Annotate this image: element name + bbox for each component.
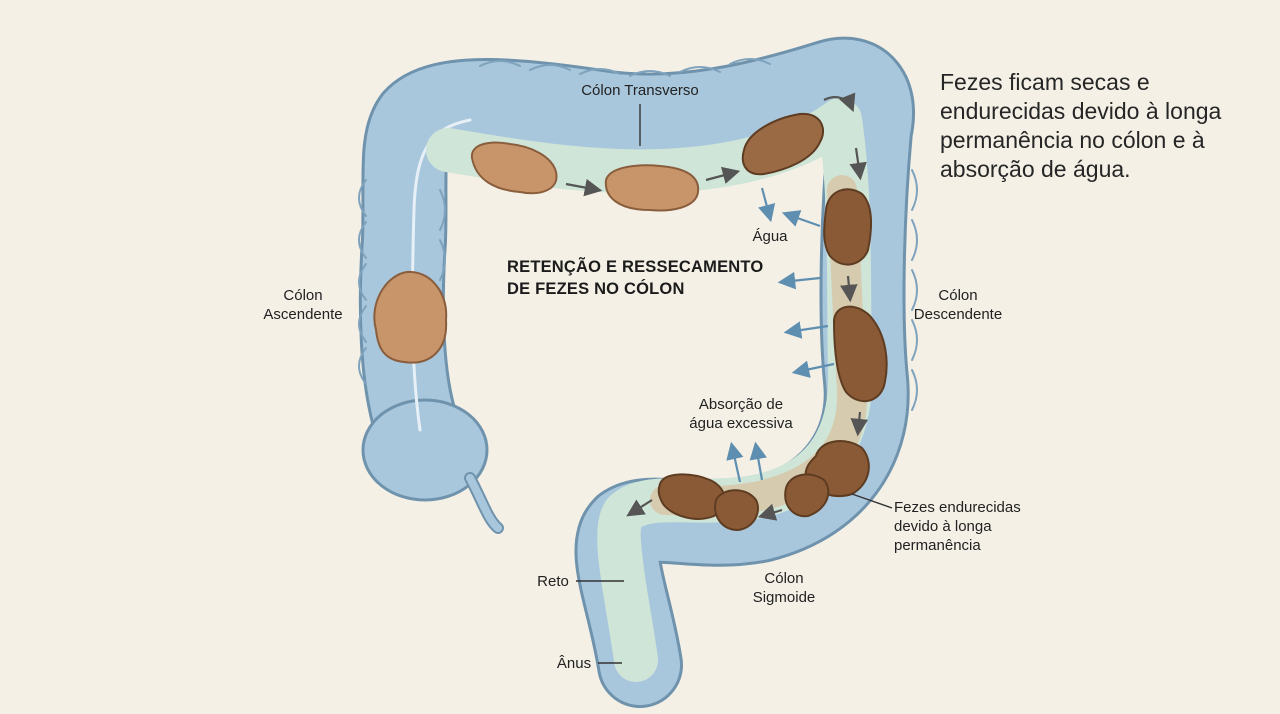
- stool-ascending: [373, 270, 448, 364]
- leader-lines: [576, 104, 893, 664]
- description-text: Fezes ficam secas e endurecidas devido à…: [940, 69, 1222, 182]
- label-sigmoid-colon: Cólon Sigmoide: [752, 570, 816, 606]
- stool-transverse-1: [470, 141, 558, 195]
- label-transverse-colon: Cólon Transverso: [581, 82, 699, 99]
- stool-descending-2: [832, 305, 888, 402]
- transit-arrows: [565, 92, 869, 521]
- stool-transverse-3: [741, 112, 825, 176]
- hard-stool-masses: [657, 112, 888, 532]
- stool-sigmoid-4: [714, 489, 759, 532]
- label-anus: Ânus: [556, 655, 592, 672]
- stool-transverse-2: [604, 164, 700, 212]
- label-descending-colon: Cólon Descendente: [913, 287, 1003, 323]
- label-hardened-stool: Fezes endurecidas devido à longa permanê…: [894, 499, 1021, 554]
- label-rectum: Reto: [537, 573, 569, 590]
- stool-sigmoid-2: [784, 473, 830, 518]
- diagram-title: RETENÇÃO E RESSECAMENTO DE FEZES NO CÓLO…: [507, 258, 764, 298]
- soft-stool-masses: [373, 141, 700, 364]
- label-water-absorption: Absorção de água excessiva: [689, 396, 793, 432]
- stool-descending-1: [823, 188, 873, 266]
- stool-sigmoid-3: [657, 473, 726, 520]
- water-absorption-arrows: [726, 187, 835, 483]
- label-ascending-colon: Cólon Ascendente: [263, 287, 343, 323]
- label-water: Água: [752, 228, 788, 245]
